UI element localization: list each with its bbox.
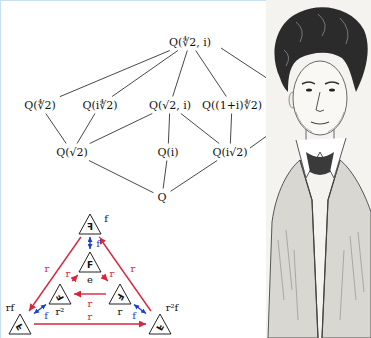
group-arrow	[89, 237, 90, 249]
field-label: Q(∜2, i)	[169, 36, 211, 49]
edge-label: f	[132, 310, 136, 321]
element-label: r	[118, 306, 123, 317]
group-arrow	[72, 275, 78, 281]
field-node: Q(√2, i)	[146, 98, 194, 113]
lattice-line	[89, 161, 153, 193]
element-label: r²f	[166, 302, 179, 313]
lattice-line	[196, 51, 227, 97]
edge-label: r	[131, 263, 136, 274]
group-arrow	[99, 237, 151, 311]
portrait-sketch	[266, 0, 371, 338]
group-element-node: Fe	[78, 251, 102, 273]
triangle-outline	[79, 252, 101, 272]
frame-line	[0, 0, 1, 338]
field-node: Q(√2)	[53, 145, 91, 160]
field-label: Q	[157, 191, 166, 204]
hair-strand	[284, 14, 348, 66]
group-arrow	[34, 323, 146, 324]
coat	[322, 160, 371, 338]
lapel-line	[300, 160, 340, 338]
edge-label: f	[96, 238, 100, 249]
edge-label: r	[88, 298, 93, 309]
element-label: r²	[56, 306, 65, 317]
field-label: Q(i∜2)	[82, 99, 117, 112]
field-node: Q	[154, 190, 169, 205]
field-node: Q(i√2)	[209, 145, 250, 160]
field-label: Q(√2)	[56, 146, 88, 159]
orientation-glyph: F	[78, 260, 102, 270]
edge-label: r	[88, 311, 93, 322]
orientation-glyph: F	[78, 222, 102, 232]
edge-label: r	[66, 268, 71, 279]
lattice-line	[171, 161, 218, 192]
lattice-line	[181, 114, 219, 144]
mouth	[311, 122, 329, 124]
portrait-ground	[266, 0, 371, 338]
lattice-line	[173, 51, 188, 97]
element-label: rf	[6, 302, 14, 313]
hair	[274, 7, 367, 92]
field-label: Q(i)	[157, 146, 178, 159]
field-label: Q(i√2)	[212, 146, 247, 159]
triangle-outline	[79, 214, 101, 234]
group-element-node: Frf	[8, 313, 32, 335]
field-node: Q((1+i)∜2)	[199, 98, 265, 113]
element-label: e	[87, 274, 93, 285]
coat	[268, 160, 318, 338]
lattice-line	[163, 161, 167, 189]
field-label: Q(√2, i)	[149, 99, 191, 112]
eyebrow	[302, 82, 339, 84]
lattice-line	[112, 51, 178, 97]
lattice-line	[90, 114, 153, 144]
edge-label: r	[45, 263, 50, 274]
group-element-node: Fr²	[48, 283, 72, 305]
eye	[306, 88, 312, 91]
face-shading	[296, 112, 344, 132]
field-node: Q(i∜2)	[79, 98, 120, 113]
face	[293, 61, 347, 135]
cravat	[306, 152, 334, 175]
group-element-node: Fr	[108, 283, 132, 305]
group-element-node: Fr²f	[148, 313, 172, 335]
lattice-line	[230, 114, 231, 144]
field-label: Q((1+i)∜2)	[202, 99, 262, 112]
group-arrow	[102, 275, 108, 281]
group-element-node: Ff	[78, 213, 102, 235]
collar	[296, 138, 346, 178]
lattice-line	[168, 114, 169, 144]
edge-label: f	[44, 310, 48, 321]
frame-line	[0, 0, 266, 1]
eye	[329, 88, 335, 91]
element-label: f	[104, 213, 108, 224]
lattice-line	[46, 114, 66, 144]
hatching	[278, 230, 364, 320]
field-label: Q(∜2)	[24, 99, 56, 112]
field-node: Q(∜2)	[21, 98, 59, 113]
nose	[316, 92, 324, 112]
lattice-line	[77, 114, 95, 144]
field-node: Q(∜2, i)	[166, 35, 214, 50]
lattice-line	[60, 51, 170, 97]
group-arrow	[29, 237, 81, 311]
group-arrow	[74, 293, 106, 294]
field-node: Q(i)	[154, 145, 181, 160]
edge-label: r	[110, 268, 115, 279]
